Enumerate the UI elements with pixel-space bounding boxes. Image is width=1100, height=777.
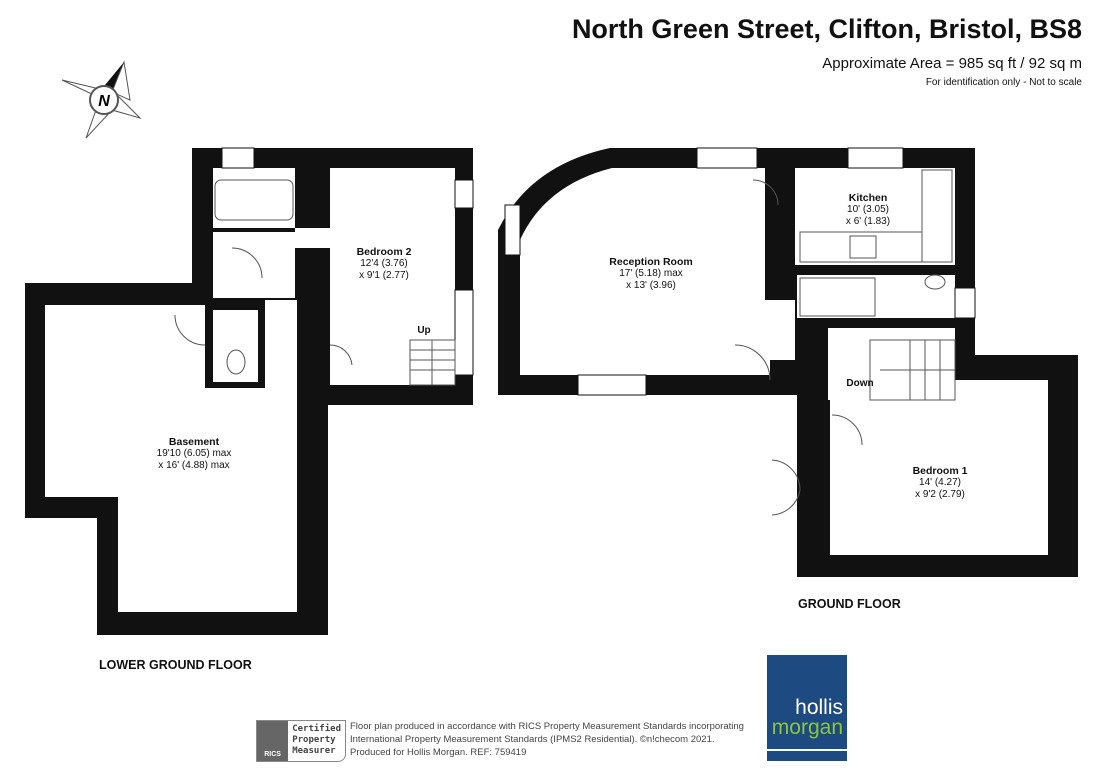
door-arc bbox=[771, 459, 801, 491]
floor-label-ground: GROUND FLOOR bbox=[798, 597, 901, 611]
bedroom-2-room bbox=[330, 168, 455, 385]
stairs-up-label: Up bbox=[417, 325, 431, 336]
hollis-morgan-logo: hollis morgan bbox=[767, 655, 847, 761]
window bbox=[847, 147, 904, 169]
hall-area bbox=[213, 232, 295, 298]
rics-line: Property bbox=[292, 735, 336, 745]
kitchen-counter bbox=[921, 169, 953, 263]
reception-room bbox=[520, 168, 795, 375]
rics-line: Certified bbox=[292, 724, 341, 734]
window bbox=[954, 287, 976, 319]
disclaimer: For identification only - Not to scale bbox=[925, 77, 1082, 88]
credits-text: Floor plan produced in accordance with R… bbox=[350, 720, 770, 759]
rics-line: Measurer bbox=[292, 746, 336, 756]
door-arc bbox=[734, 344, 771, 381]
door-arc bbox=[831, 414, 863, 446]
stairs-down-label: Down bbox=[846, 378, 874, 389]
window bbox=[696, 147, 758, 169]
door-arc bbox=[771, 489, 801, 516]
door-arc bbox=[231, 247, 263, 279]
rics-certified-badge: RICS Certified Property Measurer bbox=[256, 720, 346, 762]
window bbox=[577, 374, 647, 396]
credits-line: Produced for Hollis Morgan. REF: 759419 bbox=[350, 747, 527, 758]
approximate-area: Approximate Area = 985 sq ft / 92 sq m bbox=[822, 55, 1082, 72]
door-arc bbox=[174, 314, 206, 346]
door-arc bbox=[329, 344, 353, 366]
rics-logo: RICS bbox=[257, 721, 289, 761]
window bbox=[454, 179, 474, 209]
window bbox=[221, 147, 255, 169]
toilet-icon bbox=[226, 349, 246, 375]
window bbox=[454, 289, 474, 376]
logo-text-top: hollis bbox=[795, 696, 843, 719]
door-arc bbox=[752, 179, 779, 206]
credits-line: Floor plan produced in accordance with R… bbox=[350, 721, 744, 732]
stairs-icon bbox=[869, 339, 956, 401]
compass-icon: N bbox=[61, 60, 142, 139]
bath-icon bbox=[214, 179, 294, 221]
stairs-icon bbox=[409, 339, 456, 386]
toilet-icon bbox=[924, 274, 946, 290]
logo-text-bottom: morgan bbox=[771, 716, 843, 739]
hob-icon bbox=[849, 235, 877, 259]
property-title: North Green Street, Clifton, Bristol, BS… bbox=[571, 14, 1082, 44]
compass-north-label: N bbox=[98, 93, 110, 110]
passage bbox=[295, 228, 330, 248]
shower-tray-icon bbox=[799, 277, 876, 317]
bedroom-1-room bbox=[830, 380, 1048, 555]
window bbox=[504, 204, 521, 256]
floor-label-lower-ground: LOWER GROUND FLOOR bbox=[99, 658, 252, 672]
basement-room bbox=[45, 300, 297, 612]
credits-line: International Property Measurement Stand… bbox=[350, 734, 715, 745]
